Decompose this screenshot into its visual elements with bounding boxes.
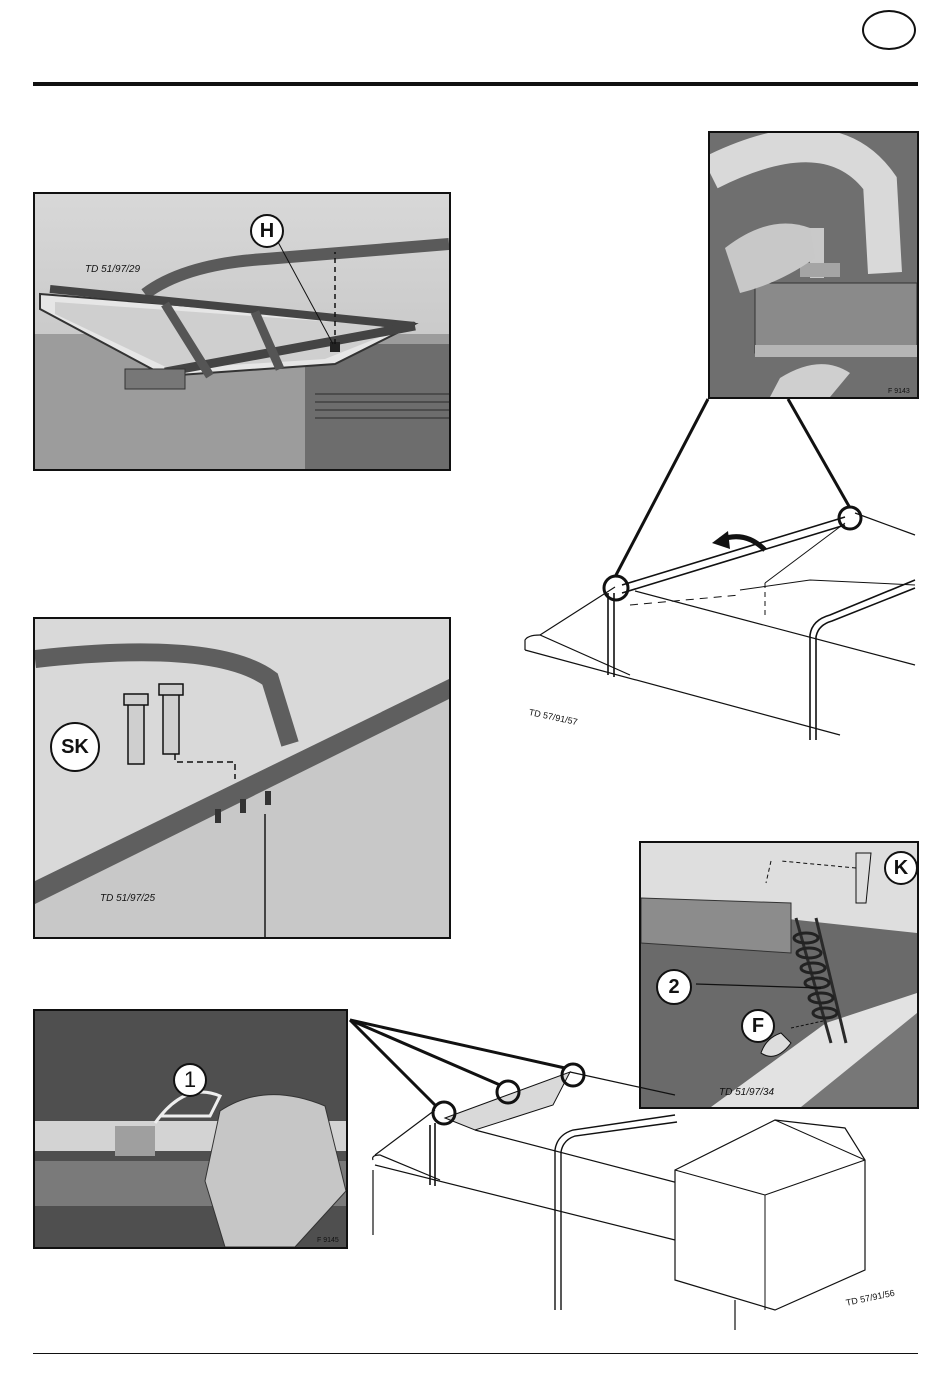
photo-1-code: F 9145 (317, 1237, 339, 1244)
callout-1: 1 (173, 1063, 207, 1097)
footer-rule (33, 1353, 918, 1354)
photo-sk-bolts: SK TD 51/97/25 (33, 617, 451, 939)
header-rule (33, 82, 918, 86)
photo-hand-bolt: F 9143 (708, 131, 919, 399)
callout-sk: SK (50, 722, 100, 772)
drawing-bottom-illustration (345, 1010, 920, 1330)
language-badge (862, 10, 916, 50)
photo-hand-bolt-code: F 9143 (888, 388, 910, 395)
drawing-top-hoop: TD 57/91/57 (510, 395, 920, 745)
drawing-top-illustration (510, 395, 920, 745)
callout-k: K (884, 851, 918, 885)
callout-2: 2 (656, 969, 692, 1005)
photo-1-linchpin: 1 F 9145 (33, 1009, 348, 1249)
photo-sk-code: TD 51/97/25 (100, 893, 155, 904)
photo-h-code: TD 51/97/29 (85, 264, 140, 275)
photo-h-tarpaulin-frame: H TD 51/97/29 (33, 192, 451, 471)
photo-sk-illustration (35, 619, 449, 937)
photo-1-illustration (35, 1011, 346, 1247)
drawing-bottom-cover: TD 57/91/56 (345, 1010, 920, 1330)
callout-h: H (250, 214, 284, 248)
photo-h-illustration (35, 194, 449, 469)
photo-hand-bolt-illustration (710, 133, 917, 397)
